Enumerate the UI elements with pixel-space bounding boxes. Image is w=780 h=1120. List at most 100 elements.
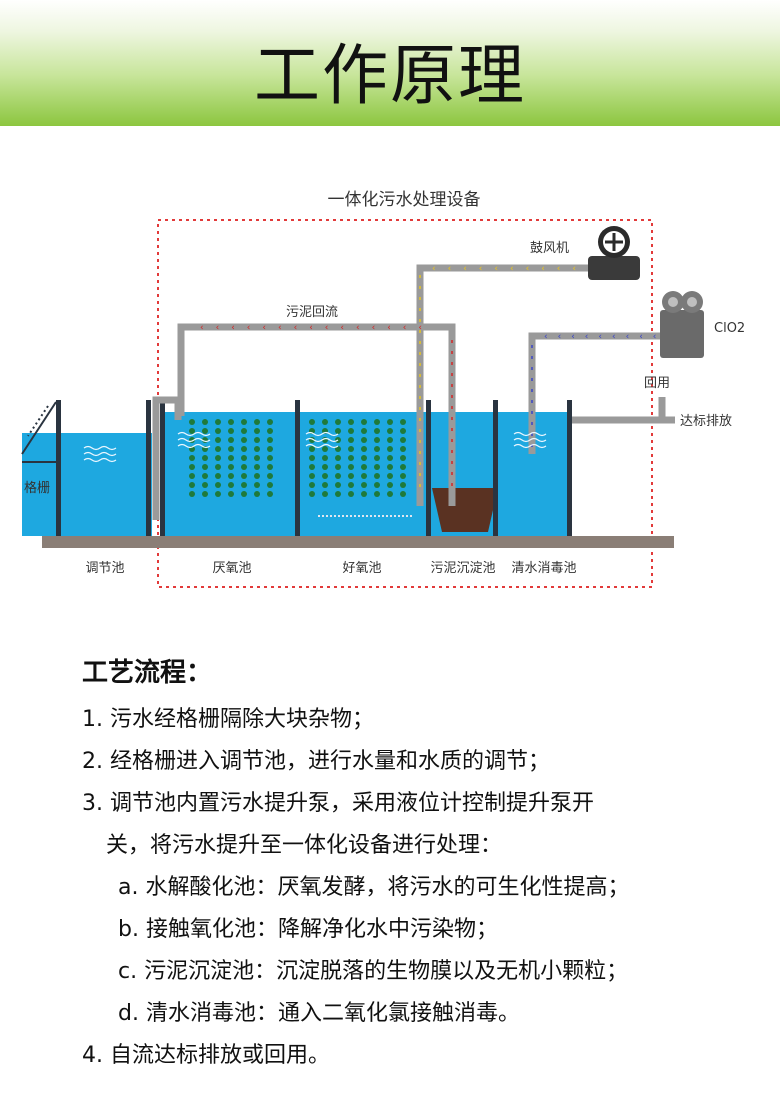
- biofilm-dot: [267, 419, 273, 425]
- biofilm-dot: [267, 455, 273, 461]
- clo2-label: ClO2: [714, 321, 745, 336]
- grille-label: 格栅: [24, 480, 50, 496]
- biofilm-dot: [189, 491, 195, 497]
- sludge-hopper: [432, 488, 498, 532]
- biofilm-dot: [374, 455, 380, 461]
- biofilm-dot: [361, 464, 367, 470]
- biofilm-dot: [215, 437, 221, 443]
- biofilm-dot: [309, 464, 315, 470]
- biofilm-dot: [267, 491, 273, 497]
- biofilm-dot: [228, 482, 234, 488]
- biofilm-dot: [267, 482, 273, 488]
- biofilm-dot: [309, 419, 315, 425]
- biofilm-dot: [387, 419, 393, 425]
- biofilm-dot: [335, 473, 341, 479]
- blower-icon: [588, 226, 640, 280]
- biofilm-dot: [374, 464, 380, 470]
- biofilm-dot: [400, 482, 406, 488]
- water-wave: [177, 443, 211, 449]
- biofilm-dot: [228, 473, 234, 479]
- biofilm-dot: [202, 455, 208, 461]
- biofilm-dot: [189, 419, 195, 425]
- water-regulation-tank: [22, 433, 152, 536]
- biofilm-dot: [400, 464, 406, 470]
- biofilm-dot: [215, 428, 221, 434]
- process-step: 关，将污水提升至一体化设备进行处理：: [106, 833, 503, 858]
- process-substep: a. 水解酸化池：厌氧发酵，将污水的可生化性提高；: [118, 875, 630, 900]
- biofilm-dot: [348, 419, 354, 425]
- biofilm-dot: [267, 473, 273, 479]
- biofilm-dot: [348, 446, 354, 452]
- process-step: 2. 经格栅进入调节池，进行水量和水质的调节；: [82, 749, 550, 774]
- biofilm-dot: [400, 491, 406, 497]
- biofilm-dot: [228, 491, 234, 497]
- biofilm-dot: [387, 491, 393, 497]
- clo2-generator-icon: [660, 291, 704, 358]
- biofilm-dot: [189, 482, 195, 488]
- biofilm-dot: [215, 464, 221, 470]
- water-wave: [305, 431, 339, 437]
- flow-arrows: ‹‹‹‹‹‹‹‹‹‹‹‹‹‹‹ ‹‹‹‹‹‹‹‹‹‹ ‹‹‹‹‹‹‹‹‹‹: [200, 264, 670, 490]
- biofilm-dot: [322, 482, 328, 488]
- biofilm-dot: [335, 491, 341, 497]
- biofilm-dot: [374, 419, 380, 425]
- biofilm-dot: [387, 446, 393, 452]
- biofilm-dot: [361, 437, 367, 443]
- svg-text:‹‹‹‹‹‹‹‹‹‹‹‹‹‹‹: ‹‹‹‹‹‹‹‹‹‹‹‹‹‹‹: [200, 323, 434, 333]
- biofilm-dot: [322, 464, 328, 470]
- aeration-media: [189, 419, 412, 517]
- biofilm-dot: [267, 464, 273, 470]
- water-wave: [305, 437, 339, 443]
- biofilm-dot: [228, 446, 234, 452]
- biofilm-dot: [254, 428, 260, 434]
- title-banner: 工作原理: [0, 0, 780, 126]
- biofilm-dot: [241, 455, 247, 461]
- biofilm-dot: [335, 428, 341, 434]
- biofilm-dot: [241, 473, 247, 479]
- tank-label: 调节池: [85, 561, 124, 576]
- biofilm-dot: [241, 419, 247, 425]
- biofilm-dot: [322, 446, 328, 452]
- process-diagram: 一体化污水处理设备 ‹‹‹‹‹‹‹‹‹‹‹‹‹‹‹ ‹‹‹‹‹‹‹‹‹‹: [21, 190, 745, 588]
- biofilm-dot: [189, 455, 195, 461]
- biofilm-dot: [348, 464, 354, 470]
- biofilm-dot: [348, 473, 354, 479]
- water-wave: [83, 457, 117, 463]
- biofilm-dot: [374, 437, 380, 443]
- process-substep: b. 接触氧化池：降解净化水中污染物；: [118, 917, 498, 942]
- biofilm-dot: [202, 419, 208, 425]
- biofilm-dot: [267, 428, 273, 434]
- equipment-boundary: [157, 219, 653, 588]
- biofilm-dot: [361, 446, 367, 452]
- pipes: [152, 264, 675, 520]
- biofilm-dot: [202, 473, 208, 479]
- biofilm-dot: [228, 464, 234, 470]
- water-wave: [177, 431, 211, 437]
- biofilm-dot: [241, 446, 247, 452]
- biofilm-dot: [400, 419, 406, 425]
- biofilm-dot: [374, 482, 380, 488]
- biofilm-dot: [215, 419, 221, 425]
- biofilm-dot: [254, 455, 260, 461]
- biofilm-dot: [335, 455, 341, 461]
- biofilm-dot: [387, 455, 393, 461]
- process-substep: c. 污泥沉淀池：沉淀脱落的生物膜以及无机小颗粒；: [118, 959, 629, 984]
- biofilm-dot: [400, 455, 406, 461]
- biofilm-dot: [348, 482, 354, 488]
- biofilm-dot: [202, 464, 208, 470]
- sludge-return-label: 污泥回流: [286, 305, 338, 320]
- diagram-title: 一体化污水处理设备: [328, 190, 481, 210]
- biofilm-dot: [215, 491, 221, 497]
- process-step: 4. 自流达标排放或回用。: [82, 1043, 330, 1068]
- biofilm-dot: [241, 491, 247, 497]
- biofilm-dot: [309, 482, 315, 488]
- biofilm-dot: [361, 482, 367, 488]
- biofilm-dot: [189, 428, 195, 434]
- biofilm-dot: [254, 446, 260, 452]
- process-step: 3. 调节池内置污水提升泵，采用液位计控制提升泵开: [82, 791, 594, 816]
- page-title: 工作原理: [254, 37, 526, 114]
- biofilm-dot: [215, 446, 221, 452]
- biofilm-dot: [361, 473, 367, 479]
- biofilm-dot: [348, 437, 354, 443]
- water-wave: [513, 431, 547, 437]
